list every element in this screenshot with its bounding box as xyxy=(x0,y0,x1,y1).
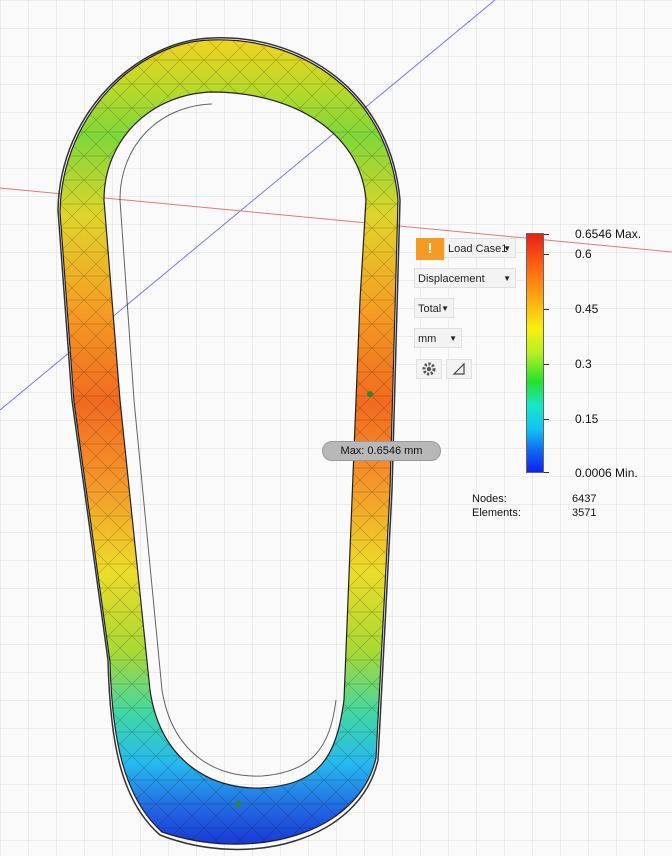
outer-contour xyxy=(57,37,401,851)
legend-tick xyxy=(544,309,549,310)
chevron-down-icon: ▼ xyxy=(441,304,449,313)
component-label: Total xyxy=(418,303,442,315)
elements-label: Elements: xyxy=(472,507,521,519)
result-type-label: Displacement xyxy=(418,273,485,285)
elements-value: 3571 xyxy=(572,507,597,519)
unit-dropdown[interactable]: mm ▼ xyxy=(414,328,462,348)
legend-tick xyxy=(544,254,549,255)
nodes-value: 6437 xyxy=(572,493,597,505)
x-axis-line xyxy=(0,187,672,253)
max-value-callout: Max: 0.6546 mm xyxy=(322,441,441,461)
chevron-down-icon: ▼ xyxy=(503,274,511,283)
settings-button[interactable] xyxy=(416,359,442,379)
legend-tick xyxy=(544,472,549,473)
legend-tick xyxy=(544,364,549,365)
legend-tick-label: 0.6 xyxy=(575,247,592,261)
chevron-down-icon: ▼ xyxy=(449,334,457,343)
legend-tick xyxy=(544,234,549,235)
triangle-icon xyxy=(452,362,465,375)
load-case-dropdown[interactable]: Load Case1 ▼ xyxy=(444,238,516,258)
legend-max-label: 0.6546 Max. xyxy=(575,227,642,241)
unit-label: mm xyxy=(418,333,437,345)
nodes-label: Nodes: xyxy=(472,493,507,505)
legend-min-label: 0.0006 Min. xyxy=(575,466,638,480)
color-legend-bar xyxy=(526,233,544,473)
chevron-down-icon: ▼ xyxy=(503,244,511,253)
gear-icon xyxy=(422,362,436,376)
legend-tick-label: 0.15 xyxy=(575,412,599,426)
legend-tick xyxy=(544,419,549,420)
load-case-label: Load Case1 xyxy=(448,243,508,255)
warning-icon[interactable]: ! xyxy=(416,238,444,260)
component-dropdown[interactable]: Total ▼ xyxy=(414,298,454,318)
result-type-dropdown[interactable]: Displacement ▼ xyxy=(414,268,516,288)
max-marker xyxy=(367,391,373,397)
legend-tick-label: 0.3 xyxy=(575,357,592,371)
legend-toggle-button[interactable] xyxy=(446,359,472,379)
min-marker xyxy=(235,801,241,807)
legend-tick-label: 0.45 xyxy=(575,302,599,316)
inner-wall-edge xyxy=(119,103,337,777)
